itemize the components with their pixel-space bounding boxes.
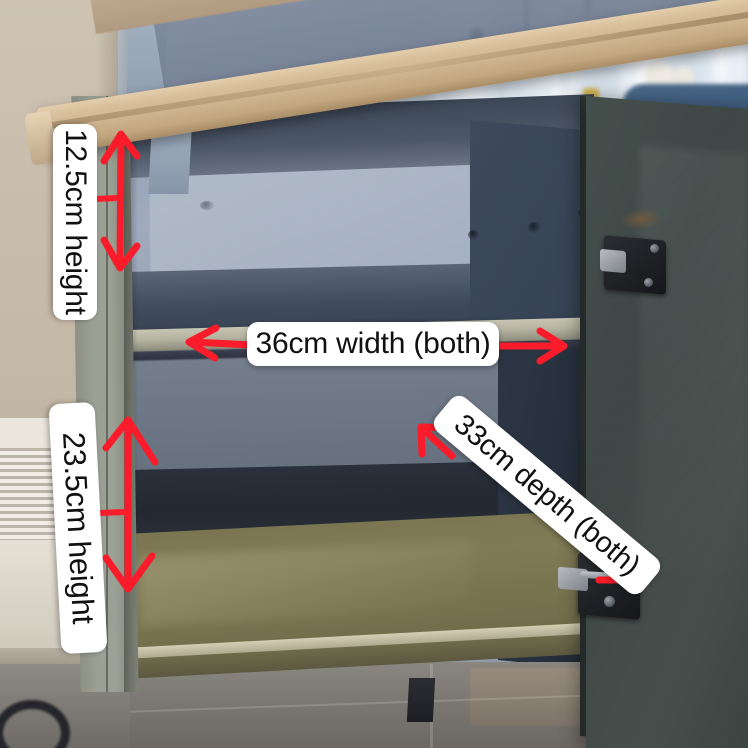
arrow-height-top: [92, 130, 141, 272]
screw-hole: [528, 222, 541, 233]
hinge-screw: [604, 596, 615, 607]
arrow-height-bottom: [97, 416, 159, 593]
annotation-label-height-top: 12.5cm height: [53, 124, 97, 320]
screw-hole: [200, 201, 214, 210]
power-cable: [0, 700, 70, 748]
hinge-screw: [644, 278, 653, 287]
screw-hole: [468, 230, 479, 240]
post-seam-line: [106, 96, 108, 692]
hinge-screw: [650, 244, 659, 253]
annotation-label-width: 36cm width (both): [247, 322, 499, 366]
arrow-width: [185, 324, 568, 365]
